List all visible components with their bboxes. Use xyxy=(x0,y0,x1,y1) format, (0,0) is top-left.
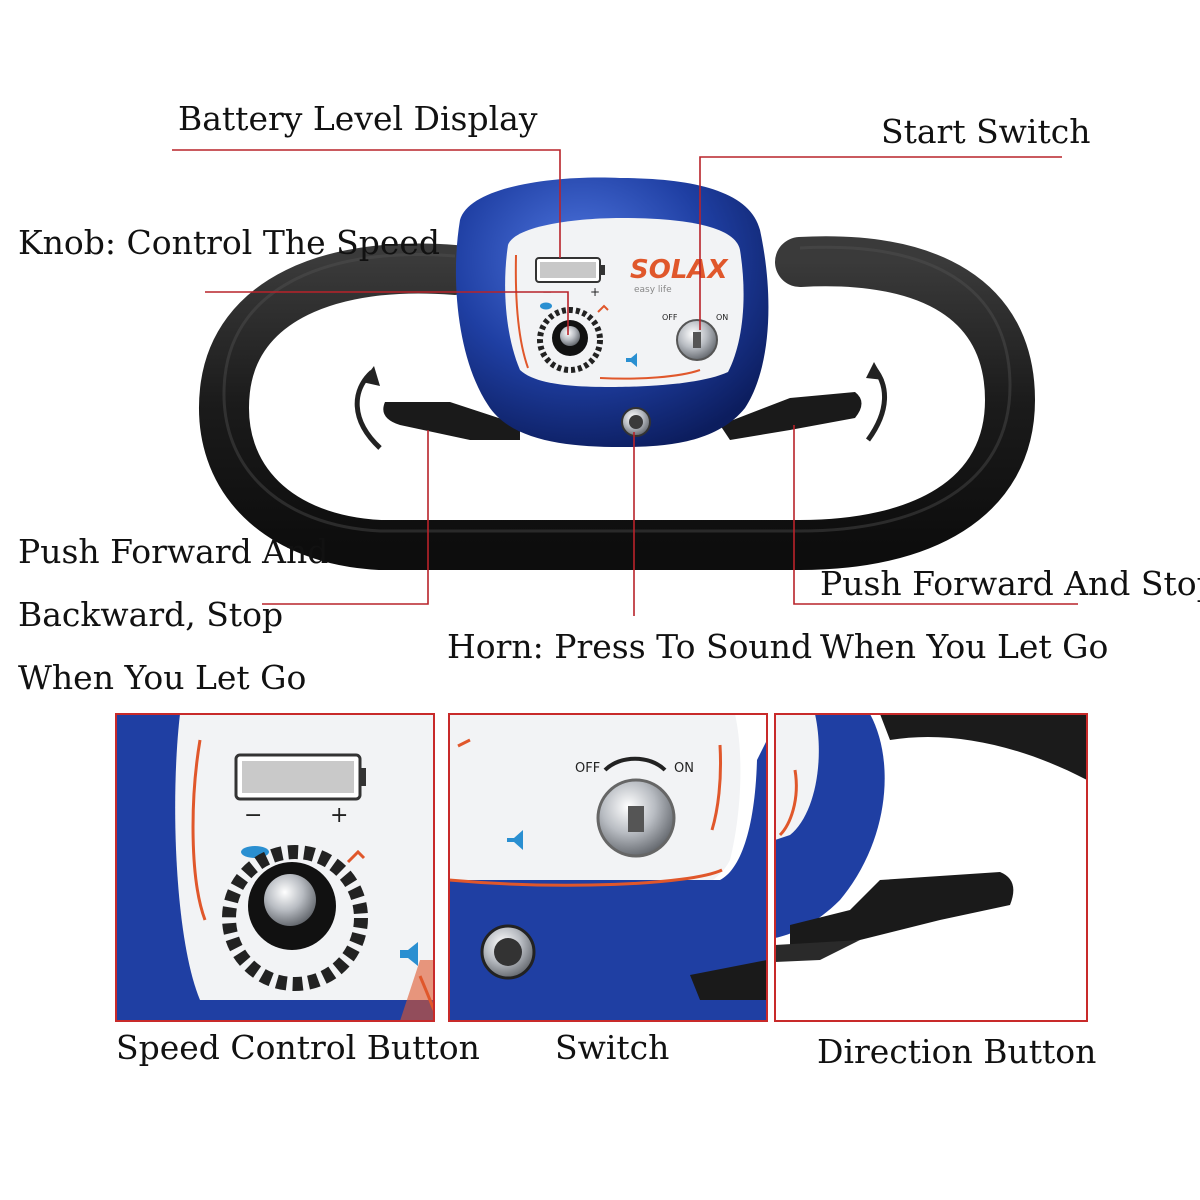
key-lock-icon[interactable] xyxy=(676,319,718,361)
turtle-icon xyxy=(540,302,552,310)
speed-control-caption: Speed Control Button xyxy=(116,1028,480,1067)
detail-on: ON xyxy=(674,761,694,776)
detail-minus: − xyxy=(244,803,262,828)
detail-speed-control: − + xyxy=(116,714,434,1021)
knob-speed-label: Knob: Control The Speed xyxy=(18,223,441,262)
left-lever-label-line-1: Push Forward And xyxy=(18,532,329,571)
battery-icon xyxy=(535,257,605,283)
detail-plus: + xyxy=(330,803,348,828)
left-lever-label-line-2: Backward, Stop xyxy=(18,595,284,634)
left-lever xyxy=(383,402,520,440)
switch-caption: Switch xyxy=(555,1028,670,1067)
brand-tagline: easy life xyxy=(634,285,672,295)
brand-logo: SOLAX xyxy=(630,255,730,285)
detail-off: OFF xyxy=(575,761,600,776)
battery-plus: + xyxy=(590,285,600,299)
rotation-arrow-icon xyxy=(865,362,887,442)
detail-direction xyxy=(775,714,1087,1021)
detail-frame-2 xyxy=(448,713,768,1022)
right-lever-label-line-2: When You Let Go xyxy=(820,627,1109,666)
detail-switch: OFF ON xyxy=(449,714,767,1021)
on-label: ON xyxy=(716,313,728,322)
horn-button-icon[interactable] xyxy=(621,407,651,437)
battery-level-label: Battery Level Display xyxy=(178,99,538,138)
rabbit-icon xyxy=(597,304,609,313)
start-switch-label: Start Switch xyxy=(881,112,1091,151)
horn-label: Horn: Press To Sound xyxy=(447,627,813,666)
left-lever-label-line-3: When You Let Go xyxy=(18,658,307,697)
right-lever xyxy=(720,392,862,440)
leader-lines xyxy=(172,149,1078,616)
off-label: OFF xyxy=(662,313,678,322)
detail-frame-3 xyxy=(774,713,1088,1022)
detail-frame-1 xyxy=(115,713,435,1022)
rotation-arrow-icon xyxy=(354,366,382,450)
right-lever-label-line-1: Push Forward And Stop xyxy=(820,564,1200,603)
speaker-icon xyxy=(626,353,637,367)
handlebar-loop xyxy=(199,236,1036,570)
speed-knob[interactable] xyxy=(537,307,603,373)
direction-caption: Direction Button xyxy=(817,1032,1097,1071)
